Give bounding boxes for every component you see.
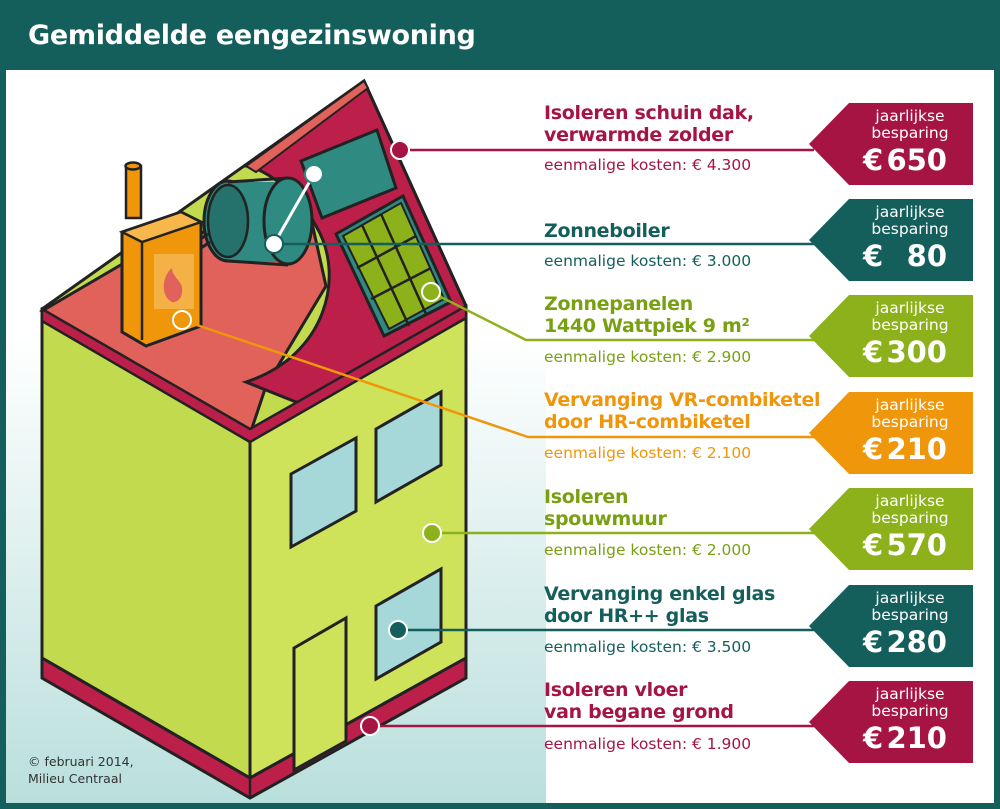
- saving-amount: 80: [906, 239, 947, 273]
- measure-cost: eenmalige kosten: € 2.900: [544, 348, 752, 366]
- badge-label-line1: jaarlijkse: [875, 299, 945, 317]
- measure-title-line1: Isoleren: [544, 486, 629, 508]
- house-illustration: [6, 78, 814, 803]
- measure-title-line2: spouwmuur: [544, 508, 667, 530]
- flame-icon: [163, 268, 183, 303]
- roof-window: [299, 128, 398, 220]
- copyright-line2: Milieu Centraal: [28, 771, 122, 786]
- measure-title-line2: 1440 Wattpiek 9 m²: [544, 315, 750, 337]
- measure-title: Isoleren vloer van begane grond: [544, 679, 804, 723]
- chimney-pipe: [124, 164, 143, 220]
- badge-label-line1: jaarlijkse: [875, 107, 945, 125]
- measure-title: Isoleren schuin dak, verwarmde zolder: [544, 102, 804, 146]
- saving-badge: jaarlijkse besparing €300: [809, 295, 973, 377]
- saving-amount: 300: [886, 335, 947, 369]
- badge-label-line2: besparing: [871, 316, 949, 334]
- currency-symbol: €: [863, 143, 884, 177]
- measure-title: Zonneboiler: [544, 220, 804, 242]
- callout-line-solar-panels: [430, 290, 814, 342]
- measure-cost: eenmalige kosten: € 4.300: [544, 156, 752, 174]
- measure-title-line2: verwarmde zolder: [544, 124, 733, 146]
- copyright-notice: © februari 2014, Milieu Centraal: [28, 753, 134, 787]
- window-lower: [374, 566, 443, 682]
- measure-title-line2: door HR++ glas: [544, 605, 709, 627]
- callout-dot-icon: [360, 716, 380, 736]
- currency-symbol: €: [863, 721, 884, 755]
- saving-badge: jaarlijkse besparing €80: [809, 199, 973, 281]
- title-bar: Gemiddelde eengezinswoning: [6, 6, 994, 70]
- callout-dot-icon: [422, 523, 442, 543]
- saving-badge: jaarlijkse besparing €650: [809, 103, 973, 185]
- measure-cost: eenmalige kosten: € 3.000: [544, 252, 752, 270]
- badge-label-line2: besparing: [871, 606, 949, 624]
- badge-label-line2: besparing: [871, 509, 949, 527]
- saving-badge: jaarlijkse besparing €210: [809, 681, 973, 763]
- callout-dot-icon: [304, 164, 324, 184]
- measure-title: Vervanging enkel glas door HR++ glas: [544, 583, 804, 627]
- measure-title-line1: Zonnepanelen: [544, 293, 693, 315]
- callout-dot-icon: [264, 234, 284, 254]
- currency-symbol: €: [863, 432, 884, 466]
- callout-dot-icon: [421, 282, 441, 302]
- callout-line-boiler: [181, 318, 814, 439]
- callout-dot-icon: [172, 310, 192, 330]
- measure-title-line1: Isoleren vloer: [544, 679, 688, 701]
- measure-title-line1: Zonneboiler: [544, 220, 670, 242]
- measure-title-line2: van begane grond: [544, 701, 734, 723]
- saving-badge: jaarlijkse besparing €210: [809, 392, 973, 474]
- measure-title: Zonnepanelen 1440 Wattpiek 9 m²: [544, 293, 804, 337]
- currency-symbol: €: [863, 528, 884, 562]
- measure-cost: eenmalige kosten: € 2.000: [544, 541, 752, 559]
- badge-label-line2: besparing: [871, 413, 949, 431]
- window-upper-right: [374, 389, 443, 505]
- saving-badge: jaarlijkse besparing €280: [809, 585, 973, 667]
- saving-amount: 650: [886, 143, 947, 177]
- measure-cost: eenmalige kosten: € 2.100: [544, 444, 752, 462]
- measure-cost: eenmalige kosten: € 3.500: [544, 638, 752, 656]
- measure-title-line2: door HR-combiketel: [544, 411, 751, 433]
- measure-title-line1: Vervanging enkel glas: [544, 583, 776, 605]
- callout-dot-icon: [390, 140, 410, 160]
- measure-title-line1: Isoleren schuin dak,: [544, 102, 754, 124]
- badge-label-line2: besparing: [871, 124, 949, 142]
- badge-label-line1: jaarlijkse: [875, 685, 945, 703]
- badge-label-line1: jaarlijkse: [875, 492, 945, 510]
- saving-amount: 570: [886, 528, 947, 562]
- saving-amount: 210: [886, 432, 947, 466]
- measure-title-line1: Vervanging VR-combiketel: [544, 389, 821, 411]
- badge-label-line1: jaarlijkse: [875, 589, 945, 607]
- badge-label-line1: jaarlijkse: [875, 396, 945, 414]
- badge-label-line2: besparing: [871, 220, 949, 238]
- measure-title: Isoleren spouwmuur: [544, 486, 804, 530]
- currency-symbol: €: [863, 239, 884, 273]
- currency-symbol: €: [863, 335, 884, 369]
- door: [292, 615, 348, 773]
- measure-cost: eenmalige kosten: € 1.900: [544, 735, 752, 753]
- measure-title: Vervanging VR-combiketel door HR-combike…: [544, 389, 821, 433]
- window-upper-left: [289, 435, 358, 550]
- saving-amount: 210: [886, 721, 947, 755]
- currency-symbol: €: [863, 625, 884, 659]
- page-title: Gemiddelde eengezinswoning: [28, 20, 476, 51]
- badge-label-line2: besparing: [871, 702, 949, 720]
- copyright-line1: © februari 2014,: [28, 754, 134, 769]
- badge-label-line1: jaarlijkse: [875, 203, 945, 221]
- saving-badge: jaarlijkse besparing €570: [809, 488, 973, 570]
- saving-amount: 280: [886, 625, 947, 659]
- callout-dot-icon: [388, 620, 408, 640]
